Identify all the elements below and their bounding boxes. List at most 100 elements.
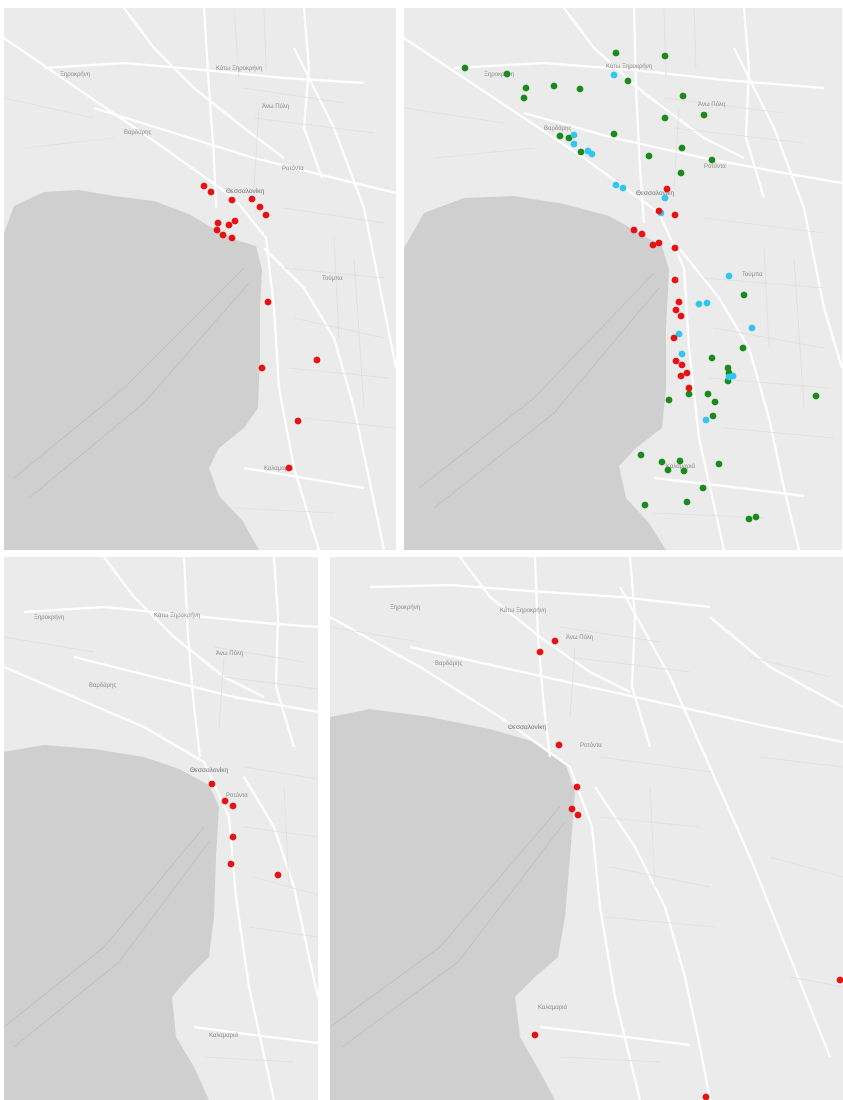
cyan-marker[interactable] — [703, 299, 711, 307]
red-marker[interactable] — [655, 207, 663, 215]
green-marker[interactable] — [745, 515, 753, 523]
cyan-marker[interactable] — [748, 324, 756, 332]
red-marker[interactable] — [274, 871, 282, 879]
map-canvas[interactable]: Ξηροκρήνη Κάτω Ξηροκρήνη Άνω Πόλη Βαρδάρ… — [4, 557, 318, 1100]
green-marker[interactable] — [680, 467, 688, 475]
red-marker[interactable] — [200, 182, 208, 190]
map-panel-bottom-right[interactable]: Ξηροκρήνη Κάτω Ξηροκρήνη Άνω Πόλη Βαρδάρ… — [330, 557, 843, 1100]
cyan-marker[interactable] — [612, 181, 620, 189]
green-marker[interactable] — [812, 392, 820, 400]
map-panel-top-left[interactable]: Ξηροκρήνη Κάτω Ξηροκρήνη Άνω Πόλη Βαρδάρ… — [4, 8, 396, 550]
red-marker[interactable] — [219, 231, 227, 239]
cyan-marker[interactable] — [675, 330, 683, 338]
red-marker[interactable] — [227, 860, 235, 868]
map-panel-bottom-left[interactable]: Ξηροκρήνη Κάτω Ξηροκρήνη Άνω Πόλη Βαρδάρ… — [4, 557, 318, 1100]
red-marker[interactable] — [313, 356, 321, 364]
red-marker[interactable] — [536, 648, 544, 656]
cyan-marker[interactable] — [661, 194, 669, 202]
green-marker[interactable] — [699, 484, 707, 492]
green-marker[interactable] — [711, 398, 719, 406]
green-marker[interactable] — [679, 92, 687, 100]
red-marker[interactable] — [677, 312, 685, 320]
green-marker[interactable] — [740, 291, 748, 299]
green-marker[interactable] — [709, 412, 717, 420]
red-marker[interactable] — [214, 219, 222, 227]
cyan-marker[interactable] — [619, 184, 627, 192]
green-marker[interactable] — [658, 458, 666, 466]
red-marker[interactable] — [671, 211, 679, 219]
red-marker[interactable] — [264, 298, 272, 306]
green-marker[interactable] — [610, 130, 618, 138]
red-marker[interactable] — [285, 464, 293, 472]
red-marker[interactable] — [208, 780, 216, 788]
red-marker[interactable] — [531, 1031, 539, 1039]
green-marker[interactable] — [661, 114, 669, 122]
red-marker[interactable] — [663, 185, 671, 193]
cyan-marker[interactable] — [729, 372, 737, 380]
green-marker[interactable] — [461, 64, 469, 72]
green-marker[interactable] — [520, 94, 528, 102]
green-marker[interactable] — [522, 84, 530, 92]
red-marker[interactable] — [256, 203, 264, 211]
cyan-marker[interactable] — [588, 150, 596, 158]
red-marker[interactable] — [678, 361, 686, 369]
red-marker[interactable] — [568, 805, 576, 813]
green-marker[interactable] — [683, 498, 691, 506]
green-marker[interactable] — [637, 451, 645, 459]
green-marker[interactable] — [704, 390, 712, 398]
green-marker[interactable] — [708, 156, 716, 164]
red-marker[interactable] — [221, 797, 229, 805]
red-marker[interactable] — [670, 334, 678, 342]
map-canvas[interactable]: Ξηροκρήνη Κάτω Ξηροκρήνη Άνω Πόλη Βαρδάρ… — [330, 557, 843, 1100]
map-canvas[interactable]: Ξηροκρήνη Κάτω Ξηροκρήνη Άνω Πόλη Βαρδάρ… — [404, 8, 842, 550]
red-marker[interactable] — [683, 369, 691, 377]
red-marker[interactable] — [685, 384, 693, 392]
cyan-marker[interactable] — [725, 272, 733, 280]
green-marker[interactable] — [715, 460, 723, 468]
red-marker[interactable] — [228, 196, 236, 204]
red-marker[interactable] — [649, 241, 657, 249]
red-marker[interactable] — [294, 417, 302, 425]
green-marker[interactable] — [645, 152, 653, 160]
cyan-marker[interactable] — [570, 140, 578, 148]
green-marker[interactable] — [661, 52, 669, 60]
red-marker[interactable] — [207, 188, 215, 196]
green-marker[interactable] — [556, 132, 564, 140]
red-marker[interactable] — [655, 239, 663, 247]
red-marker[interactable] — [213, 226, 221, 234]
map-panel-top-right[interactable]: Ξηροκρήνη Κάτω Ξηροκρήνη Άνω Πόλη Βαρδάρ… — [404, 8, 842, 550]
green-marker[interactable] — [641, 501, 649, 509]
cyan-marker[interactable] — [678, 350, 686, 358]
red-marker[interactable] — [228, 234, 236, 242]
red-marker[interactable] — [225, 221, 233, 229]
red-marker[interactable] — [574, 811, 582, 819]
cyan-marker[interactable] — [570, 131, 578, 139]
green-marker[interactable] — [577, 148, 585, 156]
green-marker[interactable] — [739, 344, 747, 352]
red-marker[interactable] — [675, 298, 683, 306]
cyan-marker[interactable] — [610, 71, 618, 79]
cyan-marker[interactable] — [695, 300, 703, 308]
green-marker[interactable] — [612, 49, 620, 57]
red-marker[interactable] — [677, 372, 685, 380]
red-marker[interactable] — [555, 741, 563, 749]
red-marker[interactable] — [671, 276, 679, 284]
green-marker[interactable] — [685, 390, 693, 398]
red-marker[interactable] — [551, 637, 559, 645]
map-canvas[interactable]: Ξηροκρήνη Κάτω Ξηροκρήνη Άνω Πόλη Βαρδάρ… — [4, 8, 396, 550]
green-marker[interactable] — [665, 396, 673, 404]
red-marker[interactable] — [231, 217, 239, 225]
red-marker[interactable] — [836, 976, 843, 984]
green-marker[interactable] — [677, 169, 685, 177]
red-marker[interactable] — [672, 357, 680, 365]
red-marker[interactable] — [672, 306, 680, 314]
red-marker[interactable] — [258, 364, 266, 372]
green-marker[interactable] — [664, 466, 672, 474]
green-marker[interactable] — [708, 354, 716, 362]
red-marker[interactable] — [262, 211, 270, 219]
red-marker[interactable] — [248, 195, 256, 203]
green-marker[interactable] — [503, 70, 511, 78]
green-marker[interactable] — [700, 111, 708, 119]
red-marker[interactable] — [638, 230, 646, 238]
red-marker[interactable] — [671, 244, 679, 252]
